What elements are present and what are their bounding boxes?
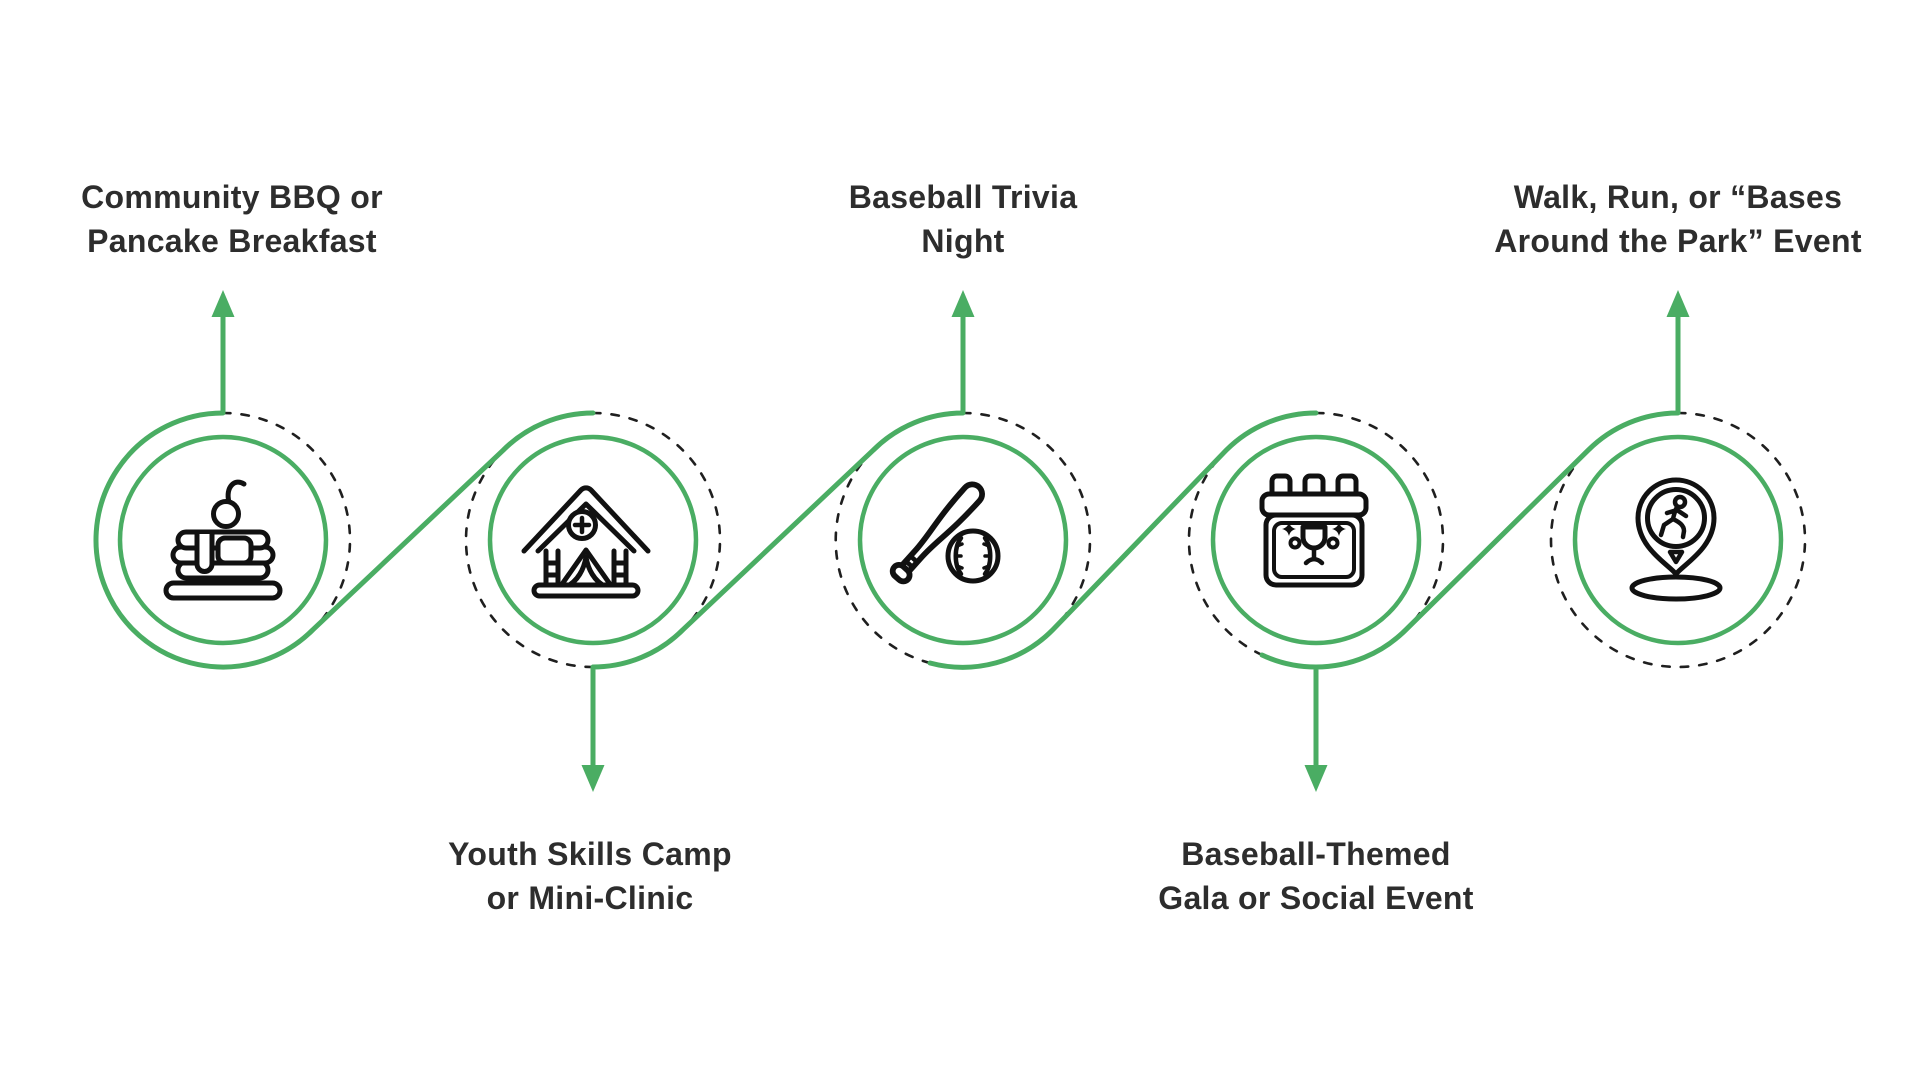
node-label-1: Community BBQ or Pancake Breakfast: [81, 179, 383, 259]
down-arrow-2: [581, 765, 605, 792]
node-label-5: Walk, Run, or “Bases Around the Park” Ev…: [1494, 179, 1862, 259]
run-location-pin-icon: [1629, 477, 1723, 602]
down-arrow-4: [1304, 765, 1328, 792]
node-label-4: Baseball-Themed Gala or Social Event: [1158, 836, 1474, 916]
snake-segment-1: [93, 306, 596, 670]
pancakes-icon: [163, 479, 283, 601]
arrowheads: [211, 290, 1690, 792]
inner-circle-3: [857, 434, 1069, 646]
snake-segment-4: [1259, 306, 1681, 772]
dashed-ring-4-right: [1314, 411, 1445, 632]
dashed-ring-4-left: [1187, 448, 1264, 657]
dashed-ring-3-right: [961, 411, 1092, 632]
up-arrow-5: [1666, 290, 1690, 317]
gala-calendar-icon: [1259, 473, 1369, 588]
up-arrow-1: [211, 290, 235, 317]
up-arrow-3: [951, 290, 975, 317]
snake-segment-2: [590, 306, 966, 772]
inner-circle-1: [117, 434, 329, 646]
dashed-ring-5: [1549, 411, 1807, 669]
inner-circle-4: [1210, 434, 1422, 646]
dashed-ring-1: [221, 411, 352, 632]
inner-circle-2: [487, 434, 699, 646]
inner-circles: [117, 434, 1784, 646]
baseball-bat-ball-icon: [889, 481, 1001, 585]
snake-path: [93, 306, 1681, 772]
inner-circle-5: [1572, 434, 1784, 646]
node-label-2: Youth Skills Camp or Mini-Clinic: [448, 836, 732, 916]
medical-tent-icon: [521, 485, 651, 599]
dashed-ring-2-left: [464, 448, 595, 669]
snake-segment-3: [927, 410, 1319, 670]
dashed-ring-3-left: [834, 448, 932, 665]
node-label-3: Baseball Trivia Night: [848, 179, 1078, 259]
dashed-ring-2-right: [591, 411, 722, 632]
dashed-rings: [221, 411, 1807, 669]
